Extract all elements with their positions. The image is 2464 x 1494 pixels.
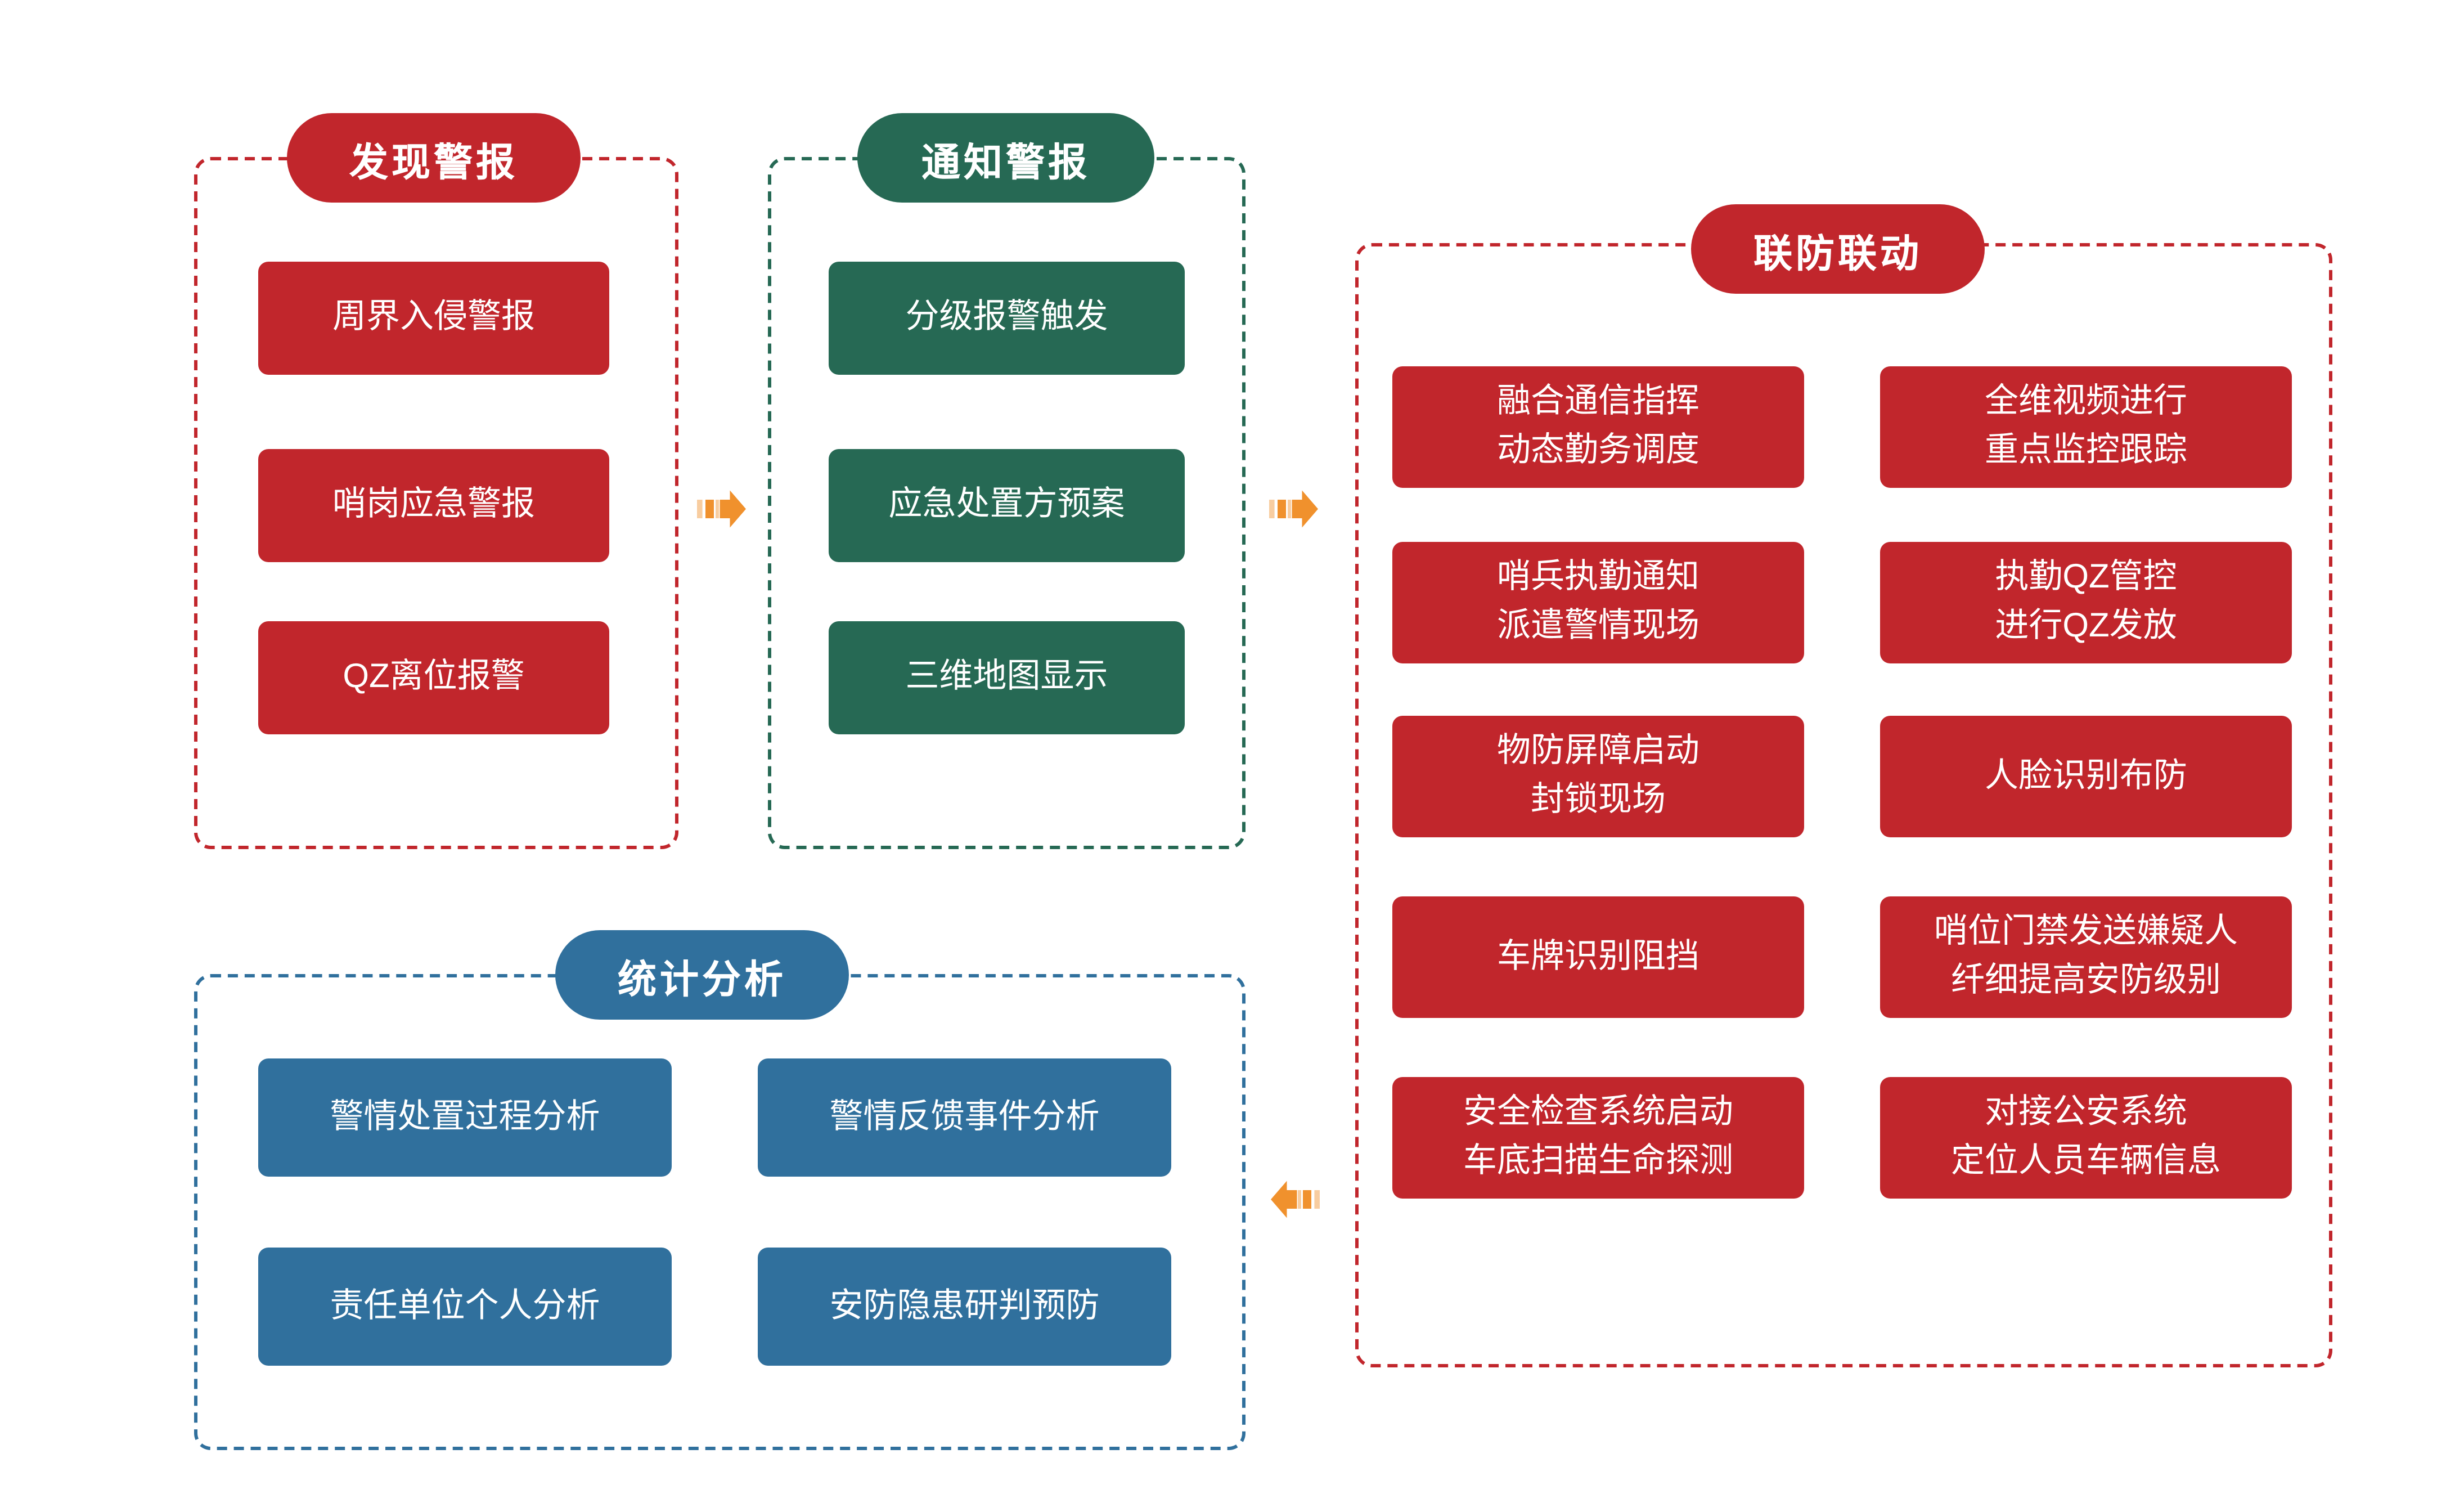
flow-box-physical-barrier-lockdown: 物防屏障启动 封锁现场 [1392, 716, 1804, 837]
flow-box-security-hazard-research-prevention: 安防隐患研判预防 [758, 1248, 1171, 1366]
flow-box-police-system-locate-info: 对接公安系统 定位人员车辆信息 [1880, 1077, 2292, 1199]
flow-box-sentry-duty-notify-dispatch: 哨兵执勤通知 派遣警情现场 [1392, 542, 1804, 663]
flow-box-graded-alarm-trigger: 分级报警触发 [829, 262, 1185, 375]
flow-box-qz-off-position-alarm: QZ离位报警 [258, 621, 609, 734]
flow-box-gate-access-suspect-alert: 哨位门禁发送嫌疑人 纤细提高安防级别 [1880, 896, 2292, 1018]
section-title-stats: 统计分析 [618, 956, 786, 1001]
flow-arrow-left-icon [1271, 1181, 1320, 1218]
flow-box-emergency-response-plan: 应急处置方预案 [829, 449, 1185, 562]
flow-box-plate-recognition-block: 车牌识别阻挡 [1392, 896, 1804, 1018]
flow-box-perimeter-intrusion-alarm: 周界入侵警报 [258, 262, 609, 375]
section-title-pill-stats: 统计分析 [555, 930, 849, 1020]
section-notify-alarm: 通知警报 分级报警触发 应急处置方预案 三维地图显示 [768, 113, 1246, 849]
section-title-pill-discover: 发现警报 [287, 113, 581, 203]
flow-box-alarm-feedback-event-analysis: 警情反馈事件分析 [758, 1058, 1171, 1177]
flow-box-responsible-unit-person-analysis: 责任单位个人分析 [258, 1248, 672, 1366]
section-joint-defense: 联防联动 融合通信指挥 动态勤务调度 全维视频进行 重点监控跟踪 哨兵执勤通知 … [1355, 204, 2332, 1367]
flow-box-alarm-handling-process-analysis: 警情处置过程分析 [258, 1058, 672, 1177]
section-title-joint: 联防联动 [1753, 230, 1922, 275]
flow-box-comm-command-dispatch: 融合通信指挥 动态勤务调度 [1392, 366, 1804, 488]
flow-arrow-right-icon [1269, 490, 1318, 528]
section-statistical-analysis: 统计分析 警情处置过程分析 警情反馈事件分析 责任单位个人分析 安防隐患研判预防 [194, 930, 1246, 1450]
flow-box-face-recognition-deploy: 人脸识别布防 [1880, 716, 2292, 837]
section-title-discover: 发现警报 [349, 139, 518, 183]
section-title-pill-joint: 联防联动 [1691, 204, 1985, 294]
flow-box-3d-map-display: 三维地图显示 [829, 621, 1185, 734]
section-title-notify: 通知警报 [921, 139, 1090, 183]
flow-arrow-right-icon [697, 490, 746, 528]
section-title-pill-notify: 通知警报 [857, 113, 1154, 203]
flow-box-sentry-emergency-alarm: 哨岗应急警报 [258, 449, 609, 562]
flow-box-qz-control-issue: 执勤QZ管控 进行QZ发放 [1880, 542, 2292, 663]
section-discover-alarm: 发现警报 周界入侵警报 哨岗应急警报 QZ离位报警 [194, 113, 678, 849]
flow-box-video-key-monitor-track: 全维视频进行 重点监控跟踪 [1880, 366, 2292, 488]
flow-box-security-check-life-detect: 安全检查系统启动 车底扫描生命探测 [1392, 1077, 1804, 1199]
